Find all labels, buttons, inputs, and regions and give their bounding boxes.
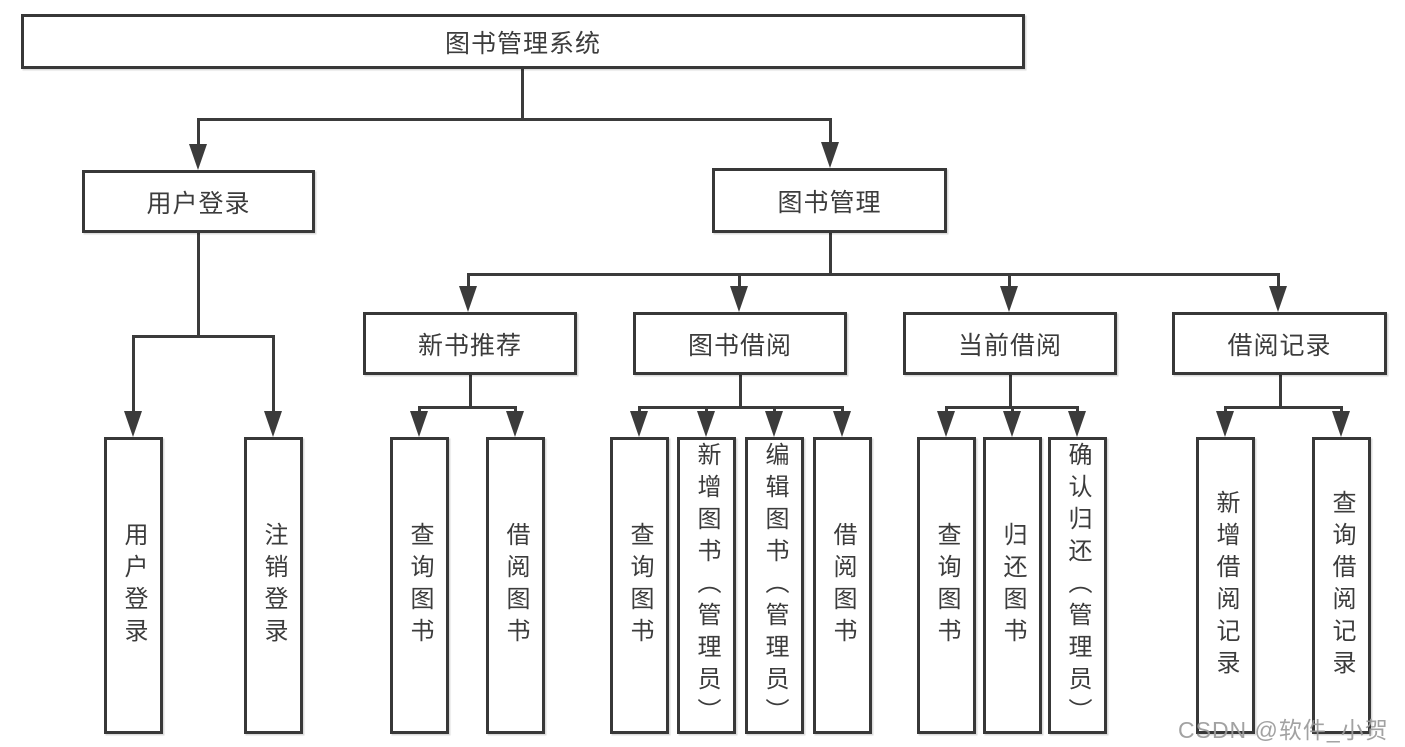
connector-line	[1277, 273, 1280, 288]
connector-line	[418, 406, 517, 409]
arrow-down-icon	[1000, 286, 1018, 312]
leaf-add-borrow-record: 新增借阅记录	[1196, 437, 1255, 734]
leaf-confirm-return-admin: 确认归还（管理员）	[1048, 437, 1107, 734]
leaf-query-books-borrowing: 查询图书	[610, 437, 669, 734]
watermark-text: CSDN @软件_小贺同学	[1178, 717, 1389, 743]
arrow-down-icon	[630, 411, 648, 437]
connector-line	[638, 406, 843, 409]
connector-line	[469, 375, 472, 409]
arrow-down-icon	[1003, 411, 1021, 437]
connector-line	[829, 118, 832, 148]
connector-line	[739, 375, 742, 409]
leaf-query-books-current: 查询图书	[917, 437, 976, 734]
leaf-edit-books-admin: 编辑图书（管理员）	[745, 437, 804, 734]
arrow-down-icon	[264, 411, 282, 437]
connector-line	[467, 273, 470, 288]
leaf-return-books: 归还图书	[983, 437, 1042, 734]
arrow-down-icon	[410, 411, 428, 437]
arrow-down-icon	[1332, 411, 1350, 437]
arrow-down-icon	[1269, 286, 1287, 312]
node-book-borrowing: 图书借阅	[633, 312, 847, 375]
connector-line	[132, 335, 275, 338]
node-current-borrowing: 当前借阅	[903, 312, 1117, 375]
connector-line	[467, 273, 1280, 276]
connector-line	[197, 118, 200, 150]
leaf-query-borrow-record: 查询借阅记录	[1312, 437, 1371, 734]
leaf-query-books-newbooks: 查询图书	[390, 437, 449, 734]
node-new-books: 新书推荐	[363, 312, 577, 375]
arrow-down-icon	[937, 411, 955, 437]
arrow-down-icon	[459, 286, 477, 312]
arrow-down-icon	[1216, 411, 1234, 437]
node-borrowing-records: 借阅记录	[1172, 312, 1387, 375]
connector-line	[1009, 375, 1012, 409]
arrow-down-icon	[697, 411, 715, 437]
leaf-borrow-books-newbooks: 借阅图书	[486, 437, 545, 734]
arrow-down-icon	[506, 411, 524, 437]
node-user-login: 用户登录	[82, 170, 315, 233]
arrow-down-icon	[124, 411, 142, 437]
leaf-user-login: 用户登录	[104, 437, 163, 734]
connector-line	[829, 233, 832, 273]
connector-line	[132, 335, 135, 417]
connector-line	[1224, 406, 1342, 409]
connector-line	[272, 335, 275, 417]
arrow-down-icon	[730, 286, 748, 312]
connector-line	[197, 118, 832, 121]
leaf-add-books-admin: 新增图书（管理员）	[677, 437, 736, 734]
connector-line	[738, 273, 741, 288]
node-book-management: 图书管理	[712, 168, 947, 233]
connector-line	[1279, 375, 1282, 409]
connector-line	[197, 233, 200, 335]
leaf-logout: 注销登录	[244, 437, 303, 734]
node-root-system: 图书管理系统	[21, 14, 1025, 69]
arrow-down-icon	[765, 411, 783, 437]
arrow-down-icon	[833, 411, 851, 437]
arrow-down-icon	[1068, 411, 1086, 437]
arrow-down-icon	[821, 142, 839, 168]
arrow-down-icon	[189, 144, 207, 170]
connector-line	[1008, 273, 1011, 288]
leaf-borrow-books: 借阅图书	[813, 437, 872, 734]
connector-line	[521, 69, 524, 119]
